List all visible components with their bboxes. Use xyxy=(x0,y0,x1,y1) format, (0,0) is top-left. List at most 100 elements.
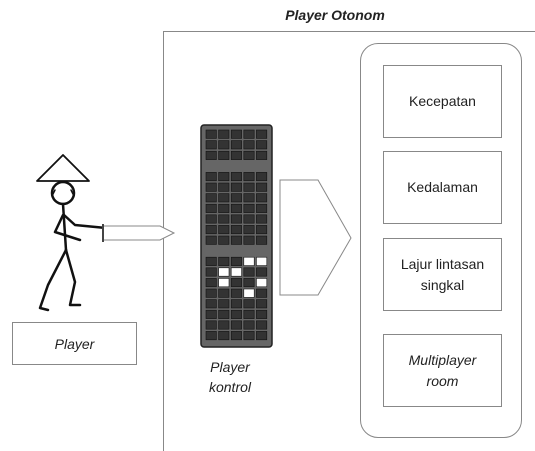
keyboard-key xyxy=(230,129,242,139)
player-otonom-region xyxy=(163,31,535,451)
keyboard-key xyxy=(256,320,268,330)
keyboard-key xyxy=(205,225,217,235)
keyboard-key xyxy=(205,203,217,213)
keyboard-key xyxy=(230,267,242,277)
keyboard-key xyxy=(230,140,242,150)
keyboard-key xyxy=(243,309,255,319)
keyboard-key xyxy=(243,172,255,182)
keyboard-key xyxy=(205,278,217,288)
keyboard-key xyxy=(205,129,217,139)
keyboard-key xyxy=(218,299,230,309)
option-lajur-lintasan: Lajur lintasan singkal xyxy=(383,238,502,311)
keyboard-key xyxy=(230,225,242,235)
keyboard-key xyxy=(256,193,268,203)
keyboard-key xyxy=(205,309,217,319)
diagram-title: Player Otonom xyxy=(285,7,385,23)
keyboard-key xyxy=(230,172,242,182)
keyboard-key xyxy=(256,256,268,266)
keyboard-key xyxy=(256,267,268,277)
keyboard-key xyxy=(218,140,230,150)
keyboard-key xyxy=(256,299,268,309)
keyboard-key xyxy=(243,129,255,139)
sword-icon xyxy=(102,224,176,242)
keyboard-key xyxy=(243,214,255,224)
keyboard-key xyxy=(205,256,217,266)
keyboard-key xyxy=(218,203,230,213)
keyboard-key xyxy=(256,150,268,160)
keyboard-key xyxy=(205,320,217,330)
keyboard-key xyxy=(205,214,217,224)
keyboard-key xyxy=(230,203,242,213)
keyboard-key xyxy=(230,256,242,266)
keyboard-key xyxy=(256,288,268,298)
keyboard-key xyxy=(205,150,217,160)
option-kecepatan: Kecepatan xyxy=(383,65,502,138)
keyboard-key xyxy=(256,309,268,319)
keyboard-key xyxy=(256,172,268,182)
player-kontrol-label: Player kontrol xyxy=(208,359,252,395)
keyboard-key xyxy=(218,225,230,235)
keyboard-key xyxy=(256,225,268,235)
keyboard-key xyxy=(256,235,268,245)
keyboard-key xyxy=(218,320,230,330)
keyboard-key xyxy=(243,331,255,341)
keyboard-key xyxy=(256,278,268,288)
keyboard-key xyxy=(218,278,230,288)
keyboard-key xyxy=(205,193,217,203)
keyboard-key xyxy=(218,182,230,192)
keyboard-key xyxy=(230,182,242,192)
keyboard-key xyxy=(243,288,255,298)
keyboard-key xyxy=(218,172,230,182)
keyboard-key xyxy=(205,299,217,309)
keyboard-key xyxy=(243,203,255,213)
keyboard-key xyxy=(243,267,255,277)
keyboard-key xyxy=(218,331,230,341)
keyboard-key xyxy=(256,331,268,341)
option-multiplayer-room: Multiplayer room xyxy=(383,334,502,407)
keyboard-key xyxy=(243,225,255,235)
keyboard-key xyxy=(243,182,255,192)
keyboard-key xyxy=(230,320,242,330)
keyboard-key xyxy=(230,193,242,203)
keyboard-key xyxy=(230,288,242,298)
keyboard-key xyxy=(218,267,230,277)
keyboard-key xyxy=(256,140,268,150)
keyboard-key xyxy=(230,214,242,224)
keyboard-key xyxy=(243,140,255,150)
keyboard-key xyxy=(256,203,268,213)
keyboard-key xyxy=(256,129,268,139)
keyboard-key xyxy=(218,150,230,160)
keyboard-key xyxy=(218,129,230,139)
keyboard-key xyxy=(218,288,230,298)
keyboard-key xyxy=(256,182,268,192)
option-kedalaman: Kedalaman xyxy=(383,151,502,224)
keyboard-key xyxy=(218,256,230,266)
keyboard-key xyxy=(243,235,255,245)
keyboard-key xyxy=(218,309,230,319)
stick-figure-icon xyxy=(36,154,108,312)
player-box: Player xyxy=(12,322,137,365)
keyboard-key xyxy=(205,182,217,192)
arrow-icon xyxy=(279,179,352,296)
keyboard-key xyxy=(205,288,217,298)
keyboard-key xyxy=(256,214,268,224)
keyboard-key xyxy=(205,140,217,150)
keyboard-key xyxy=(243,320,255,330)
keyboard-key xyxy=(205,267,217,277)
keyboard-key xyxy=(205,172,217,182)
keyboard-key xyxy=(230,331,242,341)
keyboard-key xyxy=(230,278,242,288)
keyboard-key xyxy=(243,278,255,288)
keyboard-icon xyxy=(200,124,273,348)
keyboard-key xyxy=(243,193,255,203)
keyboard-key xyxy=(230,150,242,160)
keyboard-key xyxy=(243,150,255,160)
keyboard-key xyxy=(230,299,242,309)
keyboard-key xyxy=(243,299,255,309)
keyboard-key xyxy=(230,235,242,245)
keyboard-key xyxy=(230,309,242,319)
keyboard-key xyxy=(205,331,217,341)
options-panel xyxy=(360,43,522,438)
keyboard-key xyxy=(243,256,255,266)
